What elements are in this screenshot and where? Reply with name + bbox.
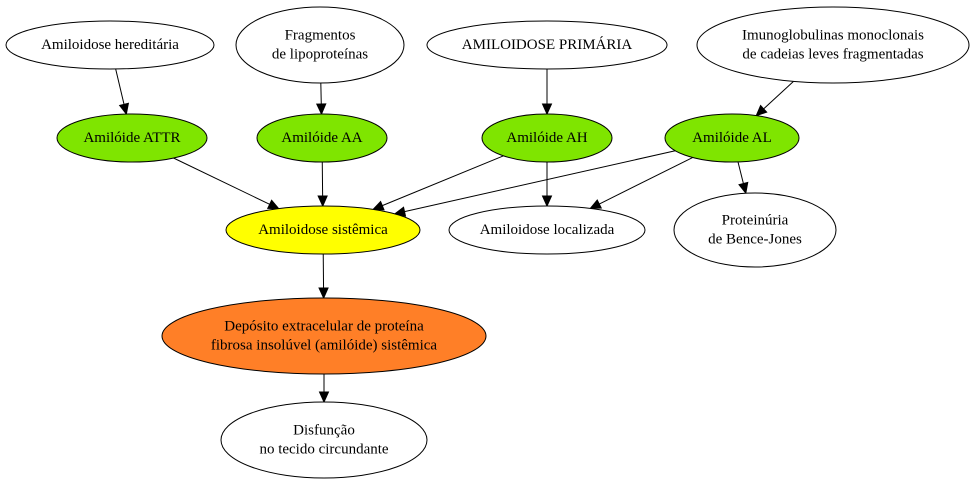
node-label: Fragmentos bbox=[285, 28, 356, 44]
node-label: Imunoglobulinas monoclonais bbox=[742, 28, 924, 44]
node-label: fibrosa insolúvel (amilóide) sistêmica bbox=[211, 338, 438, 354]
edges-layer bbox=[115, 68, 794, 404]
arrowhead-icon bbox=[317, 195, 328, 208]
edge-imunoglobulinas-to-al bbox=[755, 80, 794, 117]
arrowhead-icon bbox=[755, 104, 768, 117]
edge-ah-to-sistemica bbox=[371, 155, 504, 211]
edge-al-to-bence bbox=[737, 161, 749, 195]
node-ellipse bbox=[664, 113, 800, 163]
arrowhead-icon bbox=[541, 103, 553, 116]
edge-ah-to-localizada bbox=[541, 162, 553, 208]
node-label: Amiloidose hereditária bbox=[41, 37, 179, 53]
arrowhead-icon bbox=[371, 200, 385, 211]
node-label: Amiloidose sistêmica bbox=[258, 222, 388, 238]
node-label: Amilóide AH bbox=[506, 130, 587, 146]
node-ellipse bbox=[161, 297, 487, 375]
node-aa: Amilóide AA bbox=[256, 113, 388, 163]
node-ellipse bbox=[256, 113, 388, 163]
edge-line bbox=[599, 157, 694, 205]
node-bence: Proteinúria de Bence-Jones bbox=[673, 192, 837, 268]
node-ellipse bbox=[673, 192, 837, 268]
node-ellipse bbox=[235, 6, 405, 84]
arrowhead-icon bbox=[738, 181, 749, 195]
node-label: de lipoproteínas bbox=[272, 47, 368, 63]
node-ellipse bbox=[225, 205, 421, 255]
arrowhead-icon bbox=[589, 199, 603, 210]
edge-attr-to-sistemica bbox=[173, 157, 280, 210]
node-label: Amilóide AA bbox=[281, 130, 362, 146]
edge-line bbox=[404, 150, 676, 213]
node-localizada: Amiloidose localizada bbox=[448, 205, 646, 255]
arrowhead-icon bbox=[541, 195, 553, 208]
node-label: AMILOIDOSE PRIMÁRIA bbox=[462, 36, 633, 53]
edge-line bbox=[737, 161, 744, 184]
node-label: de cadeias leves fragmentadas bbox=[742, 47, 923, 63]
node-imunoglobulinas: Imunoglobulinas monoclonais de cadeias le… bbox=[696, 6, 970, 84]
edge-line bbox=[115, 68, 125, 105]
node-primaria: AMILOIDOSE PRIMÁRIA bbox=[426, 20, 668, 70]
node-fragmentos: Fragmentos de lipoproteínas bbox=[235, 6, 405, 84]
arrowhead-icon bbox=[266, 199, 280, 210]
edge-deposito-to-disfuncao bbox=[318, 374, 330, 404]
edge-hereditaria-to-attr bbox=[115, 68, 130, 116]
node-disfuncao: Disfunção no tecido circundante bbox=[220, 401, 428, 479]
node-label: Disfunção bbox=[293, 423, 355, 439]
arrowhead-icon bbox=[318, 287, 329, 300]
node-ellipse bbox=[481, 113, 613, 163]
nodes-layer: Amiloidose hereditária Fragmentos de lipop… bbox=[5, 6, 970, 479]
edge-fragmentos-to-aa bbox=[315, 82, 327, 116]
node-ellipse bbox=[448, 205, 646, 255]
node-label: de Bence-Jones bbox=[708, 232, 802, 248]
edge-primaria-to-ah bbox=[541, 69, 553, 116]
node-ellipse bbox=[5, 20, 215, 70]
node-deposito: Depósito extracelular de proteína fibrosa… bbox=[161, 297, 487, 375]
arrowhead-icon bbox=[318, 391, 330, 404]
node-label: Amilóide AL bbox=[692, 130, 772, 146]
arrowhead-icon bbox=[118, 102, 130, 116]
node-label: no tecido circundante bbox=[259, 442, 388, 458]
node-label: Amilóide ATTR bbox=[83, 130, 180, 146]
edge-line bbox=[173, 157, 270, 205]
edge-sistemica-to-deposito bbox=[318, 253, 329, 300]
node-label: Proteinúria bbox=[722, 213, 789, 229]
edge-al-to-localizada bbox=[589, 157, 694, 210]
arrowhead-icon bbox=[315, 103, 327, 116]
node-attr: Amilóide ATTR bbox=[56, 113, 208, 163]
node-ellipse bbox=[220, 401, 428, 479]
node-sistemica: Amiloidose sistêmica bbox=[225, 205, 421, 255]
edge-line bbox=[763, 80, 794, 110]
node-ellipse bbox=[426, 20, 668, 70]
node-label: Depósito extracelular de proteína bbox=[224, 319, 424, 335]
node-ah: Amilóide AH bbox=[481, 113, 613, 163]
node-ellipse bbox=[56, 113, 208, 163]
edge-aa-to-sistemica bbox=[317, 161, 328, 208]
node-label: Amiloidose localizada bbox=[480, 222, 615, 238]
node-hereditaria: Amiloidose hereditária bbox=[5, 20, 215, 70]
node-ellipse bbox=[696, 6, 970, 84]
node-al: Amilóide AL bbox=[664, 113, 800, 163]
edge-line bbox=[382, 155, 504, 207]
